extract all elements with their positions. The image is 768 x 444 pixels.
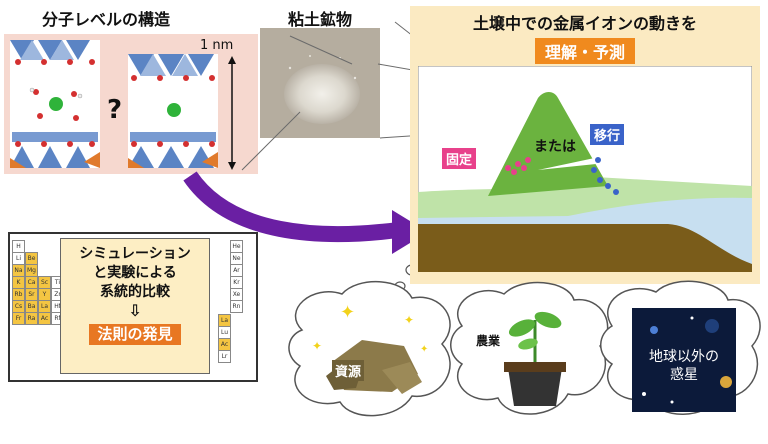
moving-ions (591, 157, 619, 195)
element-cell: Lr (218, 350, 231, 363)
svg-text:✦: ✦ (404, 313, 414, 327)
element-cell: H (12, 240, 25, 253)
move-label: 移行 (590, 124, 625, 145)
element-cell: Sr (25, 288, 38, 301)
resources-label: 資源 (332, 360, 365, 381)
sim-line2: と実験による (93, 265, 177, 281)
grass-layer (418, 176, 752, 218)
soil-diagram: 固定 または 移行 (417, 65, 753, 273)
process-arrow (183, 171, 400, 243)
element-cell: Ra (25, 312, 38, 325)
plant-pot (504, 311, 566, 406)
sim-line3: 系統的比較 (100, 284, 170, 300)
ground-layer (418, 224, 752, 272)
fixed-label: 固定 (442, 148, 477, 169)
soil-subtitle: 理解・予測 (534, 38, 635, 64)
svg-text:✦: ✦ (420, 344, 428, 355)
svg-text:✦: ✦ (312, 339, 322, 353)
planets-line2: 惑星 (670, 367, 698, 383)
structure-left (10, 40, 100, 168)
molecular-title: 分子レベルの構造 (42, 10, 171, 29)
applications: ✦ ✦ ✦ ✦ 資源 農業 地球以外の 惑星 (282, 270, 762, 440)
element-cell: Fr (12, 312, 25, 325)
down-arrow-icon: ⇩ (128, 301, 142, 320)
soil-panel: 土壌中での金属イオンの動きを 理解・予測 固定 または 移行 (410, 6, 760, 284)
mountain (488, 92, 608, 196)
structure-right (128, 54, 218, 168)
scale-label: 1 nm (200, 38, 234, 53)
planets-label: 地球以外の 惑星 (634, 348, 734, 384)
simulation-note: シミュレーション と実験による 系統的比較 ⇩ 法則の発見 (60, 238, 210, 374)
element-cell: Ac (38, 312, 51, 325)
svg-text:✦: ✦ (340, 302, 355, 323)
clay-title: 粘土鉱物 (288, 10, 353, 29)
agriculture-label: 農業 (476, 334, 501, 348)
molecular-structure-panel: ? 1 nm (4, 34, 258, 174)
element-cell: Rb (12, 288, 25, 301)
molecular-structure-figure: ? (10, 40, 236, 170)
unknown-mark: ? (107, 95, 122, 125)
soil-title: 土壌中での金属イオンの動きを (472, 14, 697, 33)
law-discovery-label: 法則の発見 (89, 324, 181, 345)
clay-mineral-photo (260, 28, 380, 138)
space-image (632, 308, 736, 412)
or-label: または (534, 139, 576, 155)
planets-line1: 地球以外の (649, 349, 719, 365)
sim-line1: シミュレーション (79, 246, 191, 262)
fixed-ions (505, 157, 531, 175)
element-cell: Lu (218, 326, 231, 339)
element-cell: Rn (230, 300, 243, 313)
